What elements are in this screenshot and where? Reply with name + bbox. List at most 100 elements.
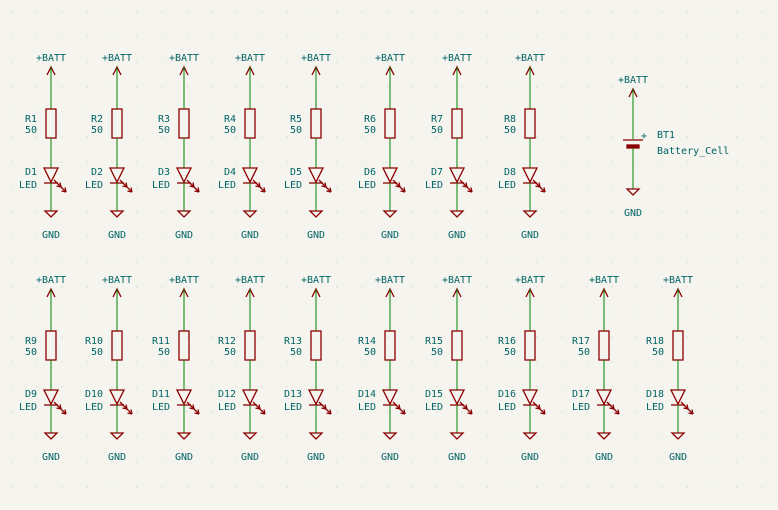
led-emission-arrows-icon [392, 179, 406, 193]
grid-dot [161, 61, 163, 63]
grid-dot [86, 486, 88, 488]
grid-dot [761, 386, 763, 388]
grid-dot [261, 386, 263, 388]
grid-dot [661, 61, 663, 63]
grid-dot [536, 61, 538, 63]
grid-dot [486, 136, 488, 138]
grid-dot [511, 186, 513, 188]
ground-icon [308, 432, 324, 440]
resistor-value: 50 [158, 347, 170, 358]
grid-dot [561, 86, 563, 88]
grid-dot [136, 336, 138, 338]
ground-icon [449, 210, 465, 218]
grid-dot [211, 311, 213, 313]
grid-dot [386, 61, 388, 63]
grid-dot [336, 461, 338, 463]
grid-dot [461, 411, 463, 413]
grid-dot [286, 461, 288, 463]
grid-dot [286, 86, 288, 88]
led-ref: D12 [218, 389, 236, 400]
led-emission-arrows-icon [252, 401, 266, 415]
led-value: LED [218, 402, 236, 413]
resistor-ref: R15 [425, 336, 443, 347]
grid-dot [286, 261, 288, 263]
grid-dot [711, 236, 713, 238]
grid-dot [436, 411, 438, 413]
grid-dot [311, 461, 313, 463]
grid-dot [586, 286, 588, 288]
led-triangle [42, 167, 60, 184]
grid-dot [636, 161, 638, 163]
resistor-body [384, 108, 396, 139]
grid-dot [686, 11, 688, 13]
led-ref: D17 [572, 389, 590, 400]
resistor-body [45, 330, 57, 361]
battery-power-label: +BATT [618, 75, 648, 86]
grid-dot [211, 211, 213, 213]
grid-dot [236, 111, 238, 113]
led-triangle [448, 167, 466, 184]
power-label: +BATT [169, 53, 199, 64]
grid-dot [336, 211, 338, 213]
power-label: +BATT [301, 275, 331, 286]
grid-dot [686, 61, 688, 63]
grid-dot [86, 136, 88, 138]
grid-dot [686, 86, 688, 88]
grid-dot [411, 461, 413, 463]
grid-dot [61, 336, 63, 338]
grid-dot [336, 111, 338, 113]
grid-dot [661, 286, 663, 288]
grid-dot [536, 86, 538, 88]
grid-dot [711, 461, 713, 463]
grid-dot [261, 286, 263, 288]
grid-dot [611, 361, 613, 363]
grid-dot [511, 136, 513, 138]
ground-icon [670, 432, 686, 440]
led-emission-arrows-icon [532, 401, 546, 415]
grid-dot [611, 11, 613, 13]
grid-dot [736, 161, 738, 163]
grid-dot [436, 86, 438, 88]
grid-dot [736, 461, 738, 463]
led-value: LED [425, 180, 443, 191]
grid-dot [611, 86, 613, 88]
grid-dot [386, 411, 388, 413]
grid-dot [36, 361, 38, 363]
grid-dot [186, 386, 188, 388]
grid-dot [611, 186, 613, 188]
grid-dot [586, 61, 588, 63]
grid-dot [186, 136, 188, 138]
grid-dot [336, 11, 338, 13]
grid-dot [461, 286, 463, 288]
grid-dot [11, 386, 13, 388]
power-label: +BATT [375, 275, 405, 286]
grid-dot [511, 61, 513, 63]
grid-dot [261, 186, 263, 188]
grid-dot [136, 286, 138, 288]
grid-dot [161, 186, 163, 188]
led-value: LED [19, 180, 37, 191]
grid-dot [11, 211, 13, 213]
grid-dot [161, 486, 163, 488]
resistor-body [178, 108, 190, 139]
grid-dot [436, 136, 438, 138]
grid-dot [36, 261, 38, 263]
grid-dot [611, 436, 613, 438]
grid-dot [561, 411, 563, 413]
grid-dot [186, 211, 188, 213]
grid-dot [736, 311, 738, 313]
grid-dot [486, 436, 488, 438]
grid-dot [361, 486, 363, 488]
grid-dot [136, 211, 138, 213]
grid-dot [586, 311, 588, 313]
led-value: LED [218, 180, 236, 191]
ground-icon [109, 210, 125, 218]
grid-dot [411, 61, 413, 63]
grid-dot [186, 86, 188, 88]
grid-dot [61, 311, 63, 313]
grid-dot [211, 386, 213, 388]
